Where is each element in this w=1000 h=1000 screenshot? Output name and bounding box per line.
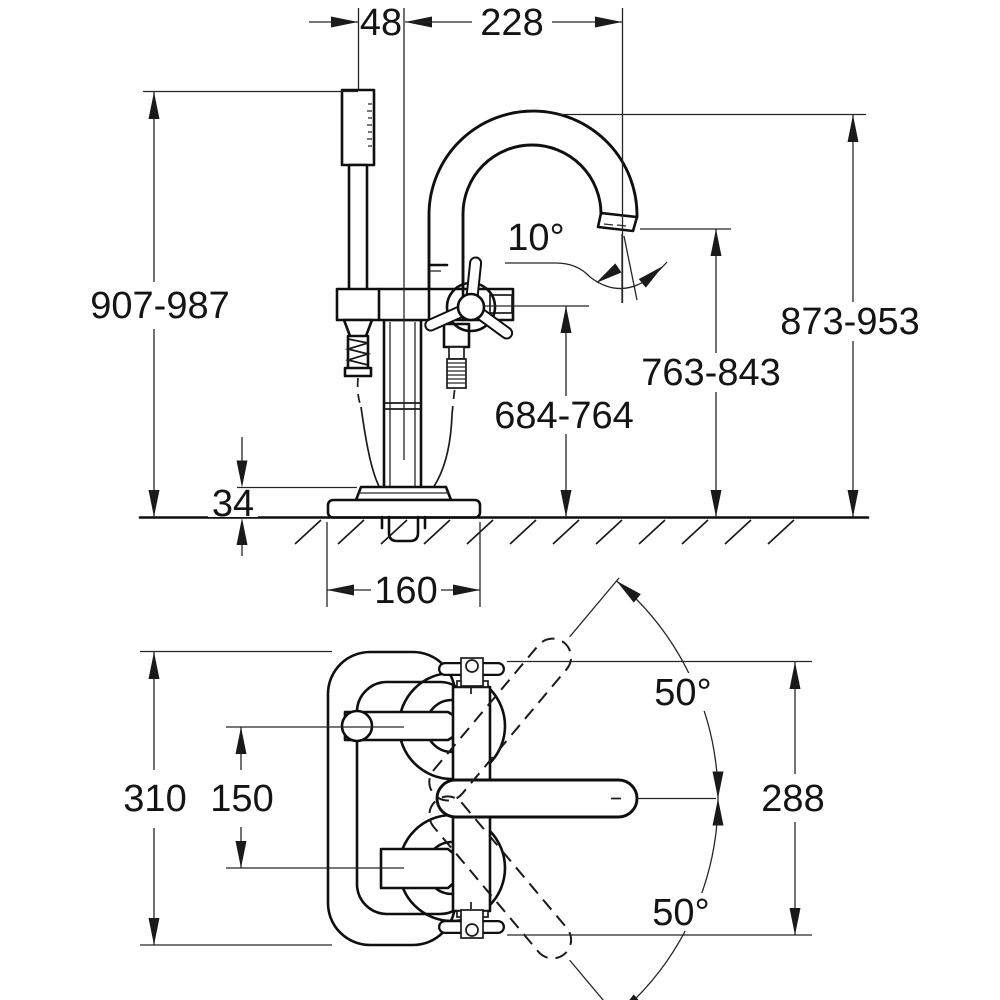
dim-overall-depth: 310: [123, 778, 186, 820]
dim-connection-spacing: 150: [210, 778, 273, 820]
outlet-angle-annotation: [505, 234, 668, 303]
spout-swivel-up: [428, 577, 620, 802]
dim-outlet-angle: 10°: [507, 217, 564, 259]
dim-hand-shower-height: 907-987: [90, 285, 229, 327]
plan-view: 310 150 288 50° 50°: [121, 576, 827, 1000]
dim-spout-height: 873-953: [780, 301, 919, 343]
front-view-dimensions: 48 228 907-987 873-953 763-843 684-764 1…: [86, 2, 924, 612]
top-cross-handle-plan: [438, 657, 505, 694]
mixer-body: [335, 256, 515, 389]
dim-hand-shower-offset: 48: [360, 2, 402, 44]
dim-outlet-height: 763-843: [641, 352, 780, 394]
spout-swivel-down: [428, 795, 620, 1000]
shower-holder-plan: [340, 709, 473, 743]
cross-handle: [424, 256, 514, 340]
plan-view-dimensions: 310 150 288 50° 50°: [121, 650, 827, 946]
spout-plan: [435, 778, 716, 819]
dim-spout-projection: 228: [480, 2, 543, 44]
bottom-cross-handle-plan: [438, 902, 505, 939]
hose-spring: [343, 334, 373, 378]
dim-swivel-reach: 288: [761, 778, 824, 820]
hose-connector: [442, 322, 471, 389]
dim-swivel-angle-down: 50°: [652, 892, 709, 934]
dim-base-thickness: 34: [212, 483, 254, 525]
spout: [427, 109, 639, 292]
dim-swivel-angle-up: 50°: [654, 672, 711, 714]
front-view: 48 228 907-987 873-953 763-843 684-764 1…: [86, 2, 924, 612]
hand-shower: [340, 88, 376, 292]
riser-pipe: [382, 318, 423, 489]
base-plate: [326, 485, 482, 543]
dim-handle-height: 684-764: [494, 395, 633, 437]
dim-base-width: 160: [374, 570, 437, 612]
